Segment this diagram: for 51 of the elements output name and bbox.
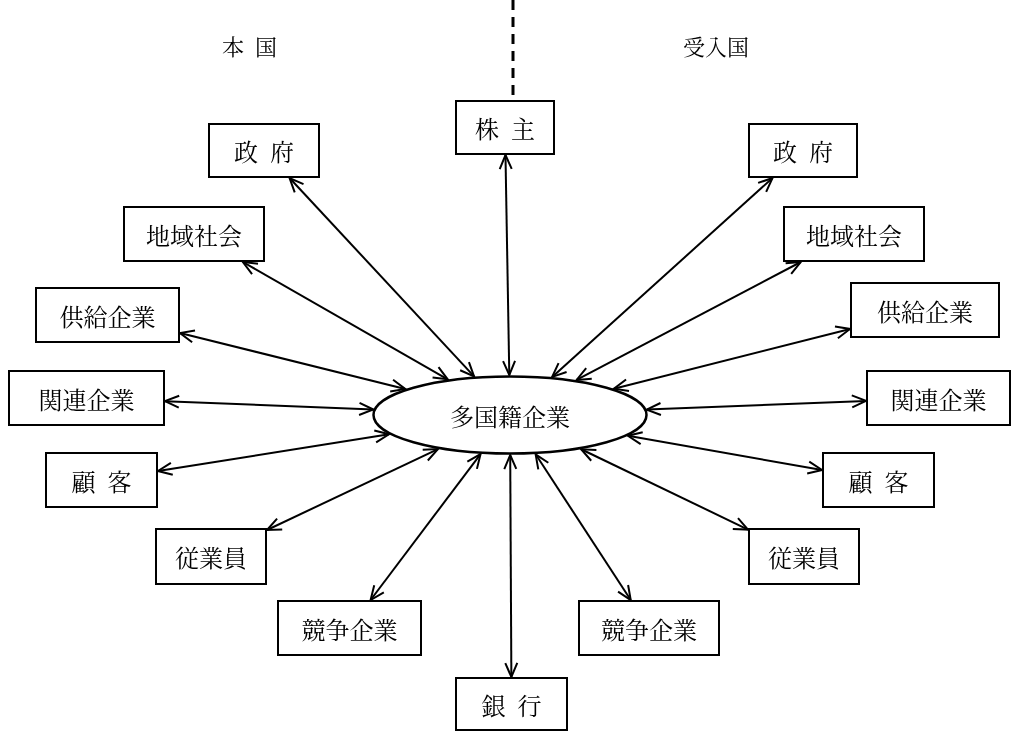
box-label: 地域社会 xyxy=(146,216,242,252)
box-label: 従業員 xyxy=(175,539,247,574)
double-arrow xyxy=(534,453,632,601)
double-arrow xyxy=(179,329,407,393)
box-label: 顧客 xyxy=(71,462,144,498)
stakeholder-box xyxy=(277,600,422,656)
stakeholder-box xyxy=(455,677,568,731)
stakeholder-box xyxy=(578,600,720,656)
stakeholder-box xyxy=(748,528,860,585)
double-arrow xyxy=(575,261,802,381)
double-arrow xyxy=(241,261,449,381)
box-label: 関連企業 xyxy=(38,380,135,416)
region-label: 受入国 xyxy=(683,30,749,61)
stakeholder-box xyxy=(455,100,555,155)
stakeholder-box xyxy=(123,206,265,262)
box-label: 株主 xyxy=(475,110,547,145)
box-label: 競争企業 xyxy=(301,610,398,646)
double-arrow xyxy=(266,448,439,531)
box-label: 多国籍企業 xyxy=(450,397,570,433)
double-arrow xyxy=(612,325,851,393)
region-label: 本国 xyxy=(222,30,288,61)
box-label: 地域社会 xyxy=(806,216,902,252)
stakeholder-box xyxy=(45,452,158,508)
double-arrow xyxy=(369,453,482,601)
double-arrow xyxy=(288,177,476,378)
stakeholder-box xyxy=(35,287,180,343)
stakeholder-box xyxy=(208,123,320,178)
double-arrow xyxy=(503,454,519,678)
box-label: 政府 xyxy=(234,133,306,168)
double-arrow xyxy=(157,429,391,476)
stakeholder-box xyxy=(822,452,935,508)
stakeholder-box xyxy=(748,123,858,178)
stakeholder-box xyxy=(155,528,267,585)
double-arrow xyxy=(626,431,823,475)
box-label: 政府 xyxy=(773,133,845,168)
double-arrow xyxy=(645,394,867,416)
box-label: 供給企業 xyxy=(877,292,973,328)
stakeholder-box xyxy=(783,206,925,262)
stakeholder-box xyxy=(866,370,1011,426)
double-arrow xyxy=(551,177,774,378)
box-label: 供給企業 xyxy=(59,297,156,333)
box-label: 関連企業 xyxy=(890,380,987,416)
double-arrow xyxy=(498,154,517,376)
box-label: 競争企業 xyxy=(601,610,697,646)
stakeholder-box xyxy=(8,370,165,426)
stakeholder-box xyxy=(850,282,1000,338)
box-label: 顧客 xyxy=(848,462,921,498)
box-label: 銀行 xyxy=(481,686,554,722)
double-arrow xyxy=(580,448,749,531)
box-label: 従業員 xyxy=(768,539,840,574)
double-arrow xyxy=(164,394,375,416)
